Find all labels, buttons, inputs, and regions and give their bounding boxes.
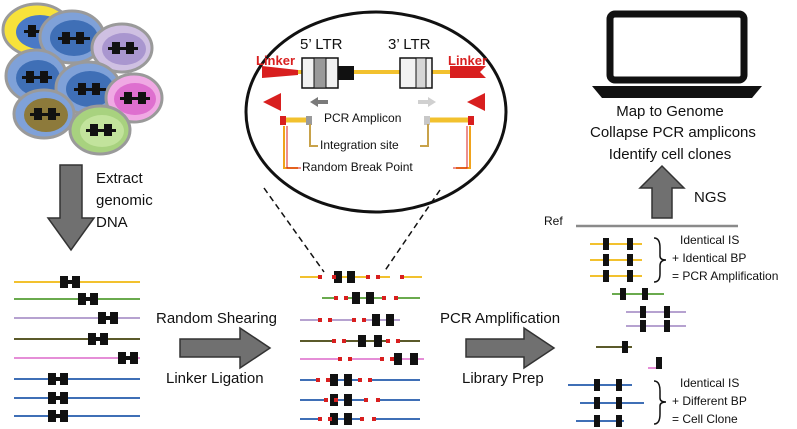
mapped-reads xyxy=(568,224,738,427)
extract-label-line-3: DNA xyxy=(96,214,128,231)
zoom-construct xyxy=(262,57,486,169)
collapse-pcr-label: Collapse PCR amplicons xyxy=(590,124,756,141)
group1-line-1: Identical IS xyxy=(680,233,740,247)
extract-arrow xyxy=(46,164,96,252)
ngs-label: NGS xyxy=(694,189,727,206)
gray-arrow-right xyxy=(418,97,436,107)
ref-label: Ref xyxy=(544,214,563,228)
pcr-arrow xyxy=(465,326,556,370)
random-break-point-label: Random Break Point xyxy=(302,160,413,174)
random-shearing-label: Random Shearing xyxy=(156,310,277,327)
ltr5-box xyxy=(301,57,354,89)
pcr-amplification-label: PCR Amplification xyxy=(440,310,561,327)
cell-pink xyxy=(104,72,164,124)
ngs-arrow xyxy=(638,164,686,219)
group2-line-1: Identical IS xyxy=(680,376,740,390)
group1-line-3: = PCR Amplification xyxy=(672,269,779,283)
group1-line-2: + Identical BP xyxy=(672,251,747,265)
right-linker-bar xyxy=(450,66,486,78)
cell-blue-left xyxy=(4,48,68,104)
cell-olive xyxy=(12,88,76,140)
group2-line-2: + Different BP xyxy=(672,394,747,408)
cell-blue-top xyxy=(38,9,106,65)
integration-site-label: Integration site xyxy=(320,138,399,152)
group2-line-3: = Cell Clone xyxy=(672,412,738,426)
cell-green xyxy=(68,104,132,156)
laptop-icon xyxy=(592,10,762,98)
library-prep-label: Library Prep xyxy=(462,370,544,387)
cell-blue-center xyxy=(54,60,122,116)
ltr3-label: 3’ LTR xyxy=(388,36,431,53)
shearing-arrow xyxy=(179,326,272,370)
map-to-genome-label: Map to Genome xyxy=(616,103,724,120)
pcr-amplicon-label: PCR Amplicon xyxy=(324,111,402,125)
genomic-dna-lines xyxy=(14,276,140,422)
brace-top xyxy=(653,237,667,283)
ltr5-label: 5’ LTR xyxy=(300,36,343,53)
identify-clones-label: Identify cell clones xyxy=(608,146,732,163)
linker-right-label: Linker xyxy=(448,53,488,68)
left-linker-bar xyxy=(262,66,298,78)
linker-ligation-label: Linker Ligation xyxy=(166,370,264,387)
cell-purple xyxy=(90,22,154,74)
extract-label-line-1: Extract xyxy=(96,170,143,187)
extract-label-line-2: genomic xyxy=(96,192,153,209)
brace-bottom xyxy=(653,380,667,425)
sheared-fragments xyxy=(300,271,424,425)
linker-left-label: Linker xyxy=(256,53,296,68)
cell-cluster xyxy=(1,2,164,156)
ltr3-box xyxy=(399,57,433,89)
gray-arrow-left xyxy=(310,97,328,107)
